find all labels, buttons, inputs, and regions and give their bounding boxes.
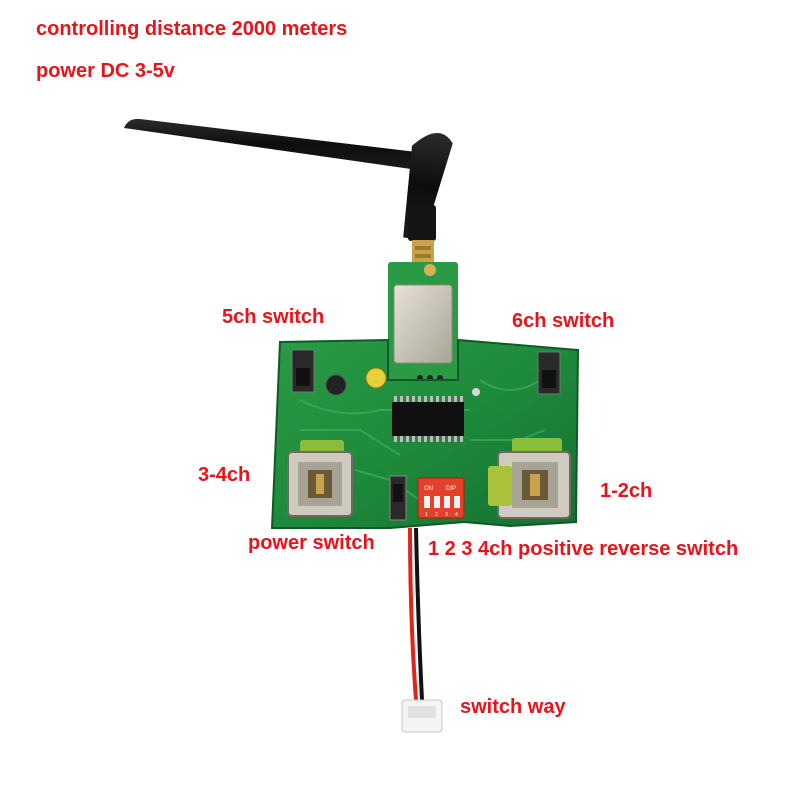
label-1-2ch: 1-2ch: [600, 480, 653, 502]
label-dip-switch: 1 2 3 4ch positive reverse switch: [428, 538, 739, 560]
power-cable: [401, 527, 443, 733]
rf-module: [388, 262, 458, 382]
header-power: power DC 3-5v: [36, 60, 175, 82]
joystick-1-2ch: [488, 438, 571, 519]
dip-number: 1: [425, 512, 428, 518]
dip-number: 4: [455, 512, 458, 518]
label-switch-way: switch way: [460, 696, 566, 718]
led: [472, 388, 480, 396]
joystick-3-4ch: [287, 440, 353, 517]
dip-text: DIP: [446, 486, 456, 492]
label-5ch-switch: 5ch switch: [222, 306, 325, 328]
capacitor: [325, 374, 347, 396]
dip-number: 3: [445, 512, 448, 518]
switch-6ch: [537, 351, 561, 395]
antenna: [124, 118, 453, 262]
dip-switch: ON DIP 1 2 3 4: [417, 477, 465, 519]
main-ic: [392, 396, 464, 442]
dip-number: 2: [435, 512, 438, 518]
label-6ch-switch: 6ch switch: [512, 310, 615, 332]
label-3-4ch: 3-4ch: [198, 464, 251, 486]
switch-5ch: [291, 349, 315, 393]
capacitor: [365, 367, 387, 389]
power-switch: [389, 475, 407, 521]
label-power-switch: power switch: [248, 532, 375, 554]
header-distance: controlling distance 2000 meters: [36, 18, 348, 40]
dip-on-text: ON: [424, 486, 433, 492]
